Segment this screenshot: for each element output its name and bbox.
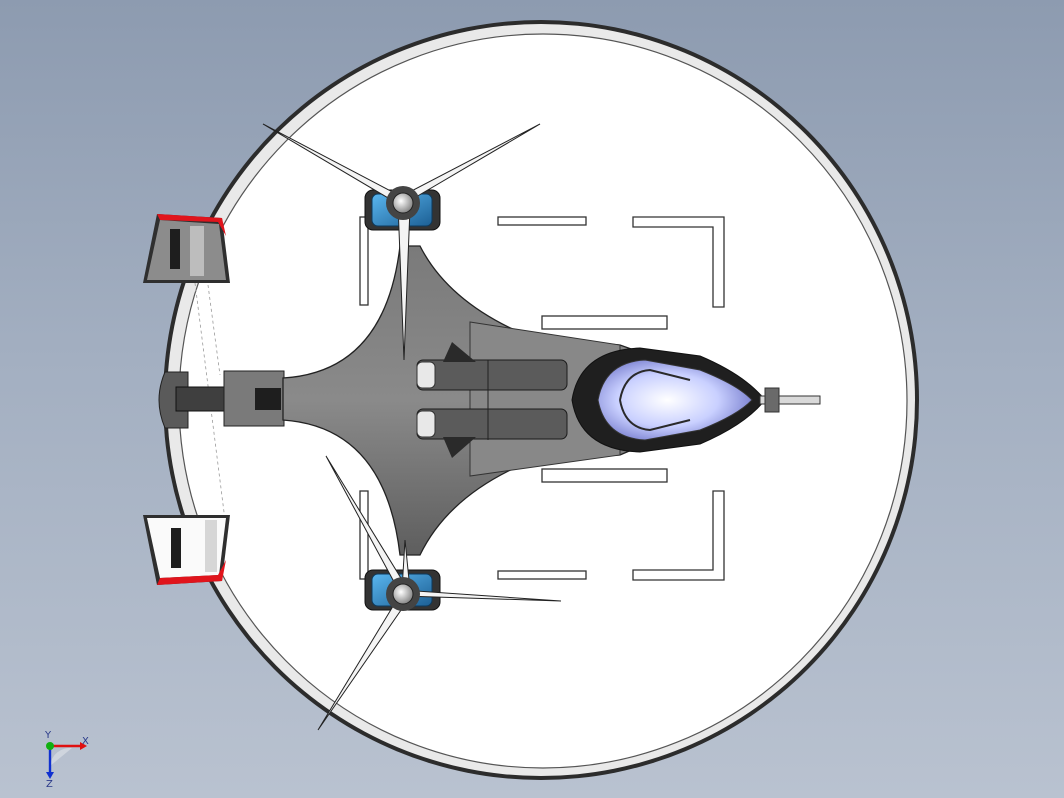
lower-tail-fin[interactable] bbox=[143, 515, 230, 585]
nose-cannon[interactable] bbox=[759, 387, 821, 413]
triad-arc bbox=[50, 747, 72, 766]
upper-tail-fin[interactable] bbox=[143, 214, 230, 283]
engine-pods[interactable] bbox=[416, 342, 568, 458]
construction-lines bbox=[194, 282, 226, 521]
y-axis-dot bbox=[46, 742, 54, 750]
z-axis-arrow bbox=[46, 772, 54, 779]
tail-boom[interactable] bbox=[158, 370, 287, 429]
x-axis-label: X bbox=[82, 736, 89, 747]
z-axis-label: Z bbox=[46, 779, 53, 788]
landing-markings bbox=[359, 216, 725, 581]
cockpit-canopy[interactable] bbox=[571, 347, 766, 453]
view-orientation-triad: X Y Z bbox=[44, 730, 89, 788]
right-rotor[interactable] bbox=[317, 455, 562, 731]
left-rotor[interactable] bbox=[262, 123, 541, 361]
x-axis-arrow bbox=[80, 742, 87, 750]
y-axis-label: Y bbox=[44, 730, 52, 741]
